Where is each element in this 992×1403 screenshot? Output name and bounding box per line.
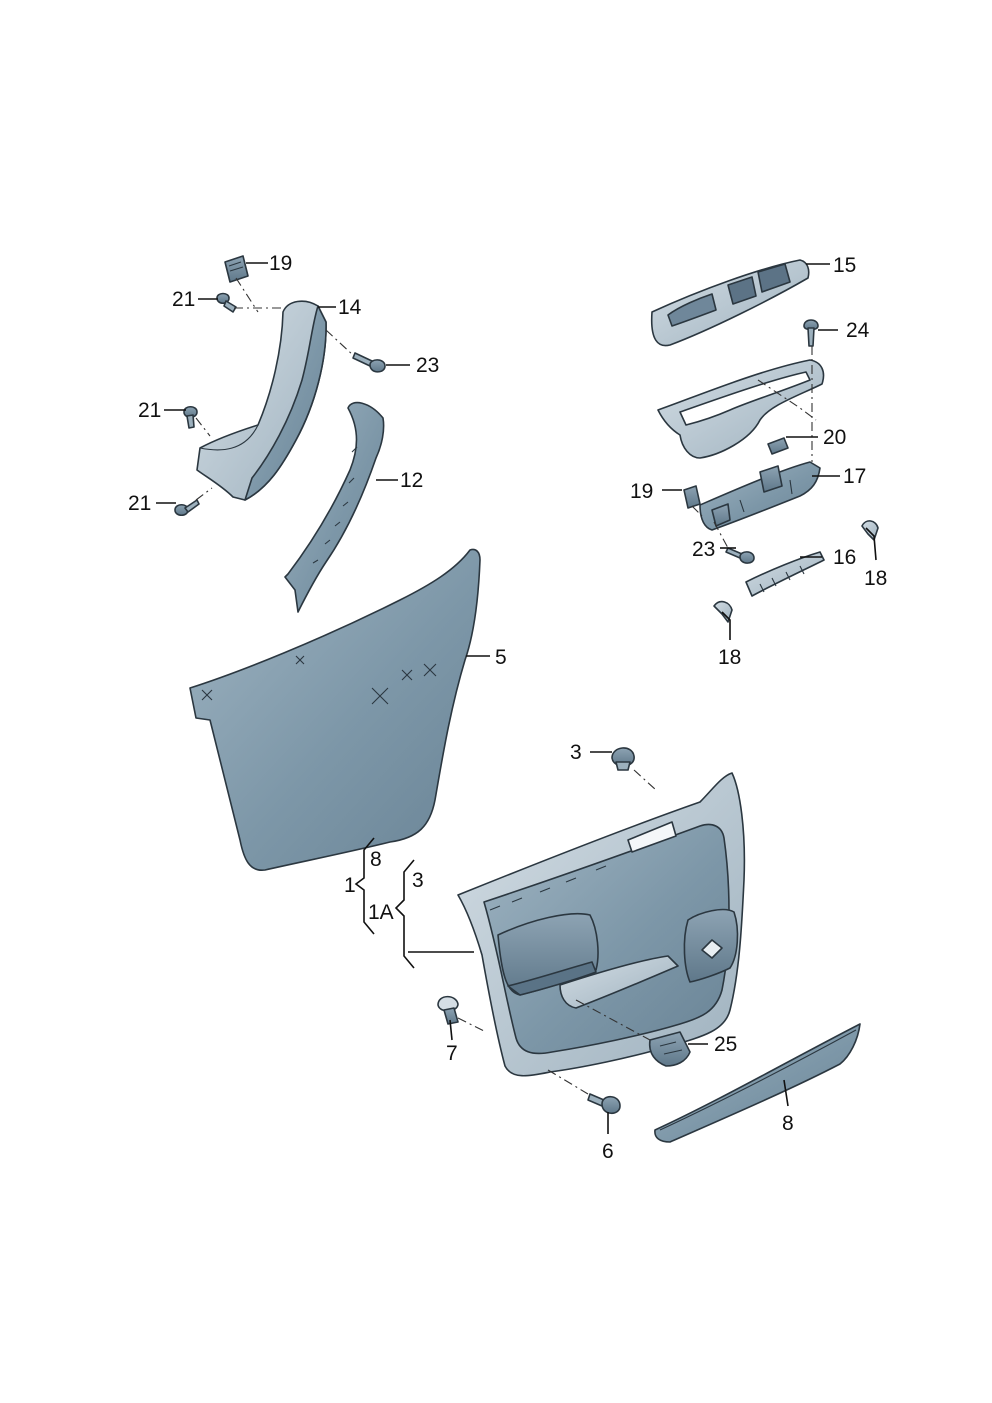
callout-6: 6 [602, 1140, 614, 1163]
trim-strip-12 [284, 401, 385, 613]
clip-18-right [861, 520, 879, 541]
callout-18-mid: 18 [718, 646, 741, 669]
callout-16: 16 [833, 546, 856, 569]
screw-6 [587, 1093, 621, 1115]
callout-15: 15 [833, 254, 856, 277]
screw-23-right [725, 547, 755, 564]
callout-3-brace: 3 [412, 869, 424, 892]
callout-7: 7 [446, 1042, 458, 1065]
callout-12: 12 [400, 469, 423, 492]
bracket-25 [648, 1031, 691, 1067]
clip-19-top [224, 255, 249, 283]
screw-21-b [183, 405, 198, 429]
callout-23-right: 23 [692, 538, 715, 561]
screw-21-a [216, 292, 237, 313]
screw-21-c [174, 499, 200, 517]
callout-labels: 19 21 14 23 21 12 21 15 24 20 17 19 23 1… [128, 252, 887, 1163]
callout-20: 20 [823, 426, 846, 449]
clip-7 [437, 995, 459, 1025]
lower-strip-8 [654, 1023, 861, 1143]
switch-bezel-15 [650, 259, 810, 347]
callout-17: 17 [843, 465, 866, 488]
callout-25: 25 [714, 1033, 737, 1056]
callout-8-strip: 8 [782, 1112, 794, 1135]
screw-23-top [352, 352, 386, 373]
callout-1: 1 [344, 874, 356, 897]
brace-1 [354, 837, 375, 935]
callout-21-c: 21 [128, 492, 151, 515]
callout-3-clip: 3 [570, 741, 582, 764]
callout-21-a: 21 [172, 288, 195, 311]
callout-23-top: 23 [416, 354, 439, 377]
callout-24: 24 [846, 319, 870, 342]
screw-24 [803, 319, 819, 347]
brace-1a [394, 859, 415, 969]
callout-14: 14 [338, 296, 362, 319]
callout-8-brace: 8 [370, 848, 382, 871]
sheet-5 [189, 548, 481, 871]
strip-16 [745, 551, 825, 597]
clip-19-right [683, 485, 701, 509]
clip-3 [611, 747, 635, 771]
carrier-17 [699, 461, 821, 531]
callout-19-right: 19 [630, 480, 653, 503]
callout-21-b: 21 [138, 399, 161, 422]
callout-1a: 1A [368, 901, 394, 924]
door-panel-1a [457, 772, 746, 1077]
leader-lines [156, 262, 877, 1134]
pull-handle-14 [196, 300, 327, 501]
assembly-axes [195, 277, 817, 1095]
callout-18-right: 18 [864, 567, 887, 590]
frame-20 [657, 359, 825, 459]
callout-19-top: 19 [269, 252, 292, 275]
callout-5: 5 [495, 646, 507, 669]
